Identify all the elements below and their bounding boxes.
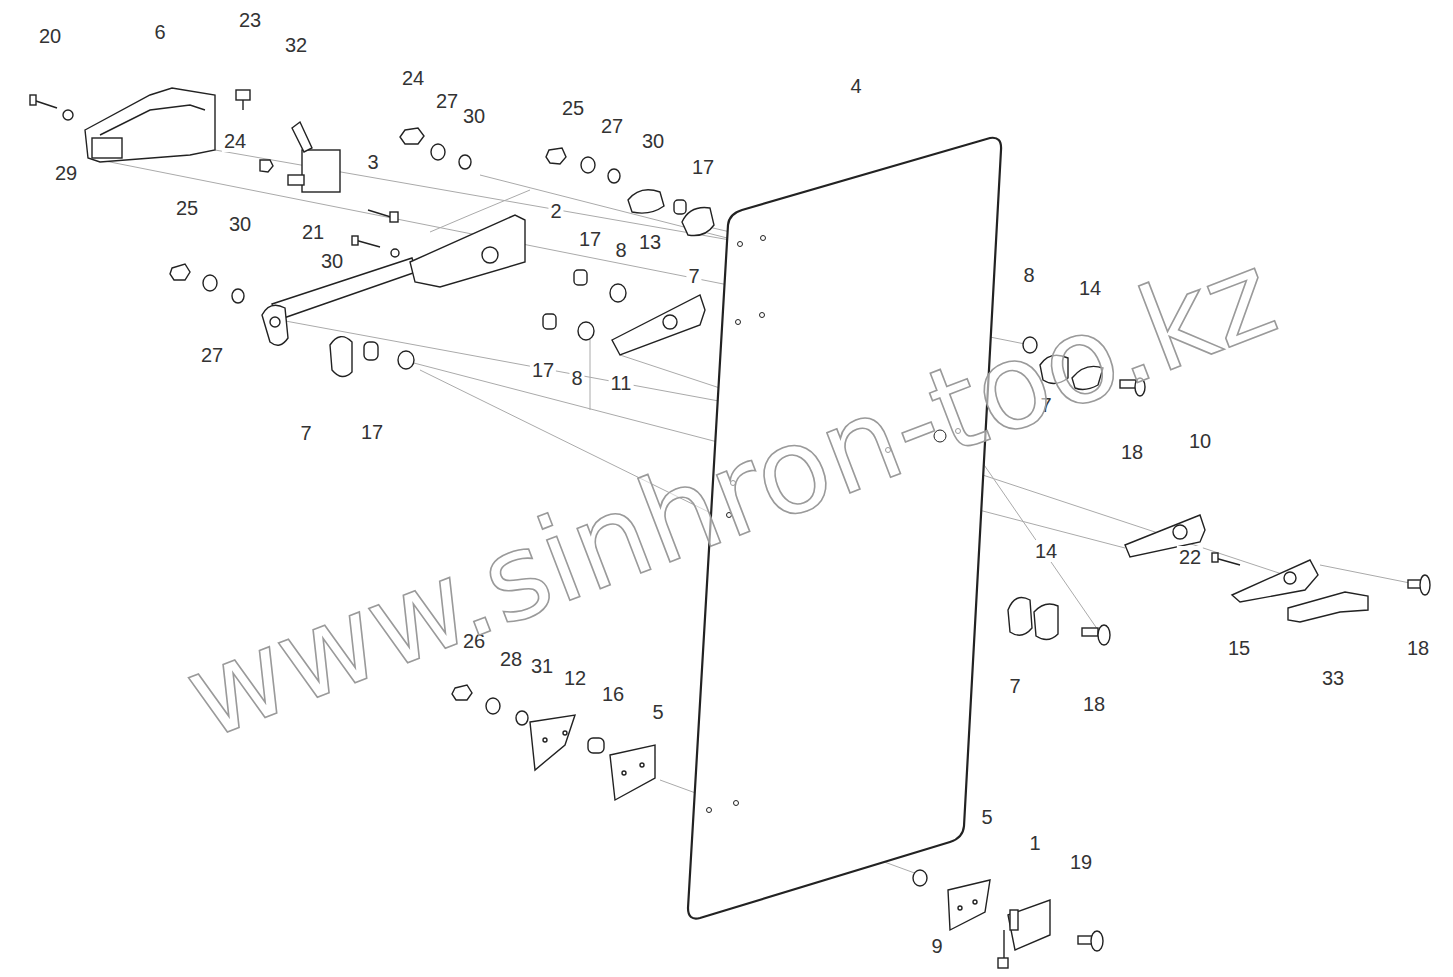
callout-number: 13 xyxy=(637,231,663,253)
callout-number: 29 xyxy=(53,162,79,184)
callout-number: 7 xyxy=(298,422,313,444)
callout-number: 18 xyxy=(1405,637,1431,659)
callout-number: 28 xyxy=(498,648,524,670)
callout-number: 33 xyxy=(1320,667,1346,689)
callout-number: 25 xyxy=(174,197,200,219)
callout-number: 2 xyxy=(548,200,563,222)
callout-number: 27 xyxy=(599,115,625,137)
callout-number: 18 xyxy=(1081,693,1107,715)
callout-number: 3 xyxy=(365,151,380,173)
callout-number: 19 xyxy=(1068,851,1094,873)
callout-number: 1 xyxy=(1027,832,1042,854)
callout-number: 9 xyxy=(929,935,944,957)
callout-number: 8 xyxy=(569,367,584,389)
callout-number: 16 xyxy=(600,683,626,705)
callout-number: 27 xyxy=(434,90,460,112)
callout-number: 17 xyxy=(359,421,385,443)
callout-number: 8 xyxy=(1021,264,1036,286)
callout-number: 23 xyxy=(237,9,263,31)
callout-number: 32 xyxy=(283,34,309,56)
callout-number: 21 xyxy=(300,221,326,243)
callout-number: 25 xyxy=(560,97,586,119)
callout-number: 17 xyxy=(577,228,603,250)
callout-number: 15 xyxy=(1226,637,1252,659)
callout-number: 27 xyxy=(199,344,225,366)
callout-number: 18 xyxy=(1119,441,1145,463)
callout-number: 6 xyxy=(152,21,167,43)
callout-number: 30 xyxy=(461,105,487,127)
callout-number: 10 xyxy=(1187,430,1213,452)
callout-number: 17 xyxy=(690,156,716,178)
callout-number: 30 xyxy=(640,130,666,152)
callout-number: 7 xyxy=(1007,675,1022,697)
callout-number: 7 xyxy=(686,265,701,287)
callout-number: 5 xyxy=(979,806,994,828)
callout-number: 20 xyxy=(37,25,63,47)
callout-number: 30 xyxy=(319,250,345,272)
callout-number: 24 xyxy=(222,130,248,152)
callout-number: 11 xyxy=(609,372,634,394)
callout-number: 22 xyxy=(1177,546,1203,568)
callout-number: 14 xyxy=(1033,540,1059,562)
callout-number: 17 xyxy=(530,359,556,381)
callout-number: 12 xyxy=(562,667,588,689)
callout-number: 4 xyxy=(848,75,863,97)
callout-number: 5 xyxy=(650,701,665,723)
callout-number: 8 xyxy=(613,239,628,261)
callout-number: 30 xyxy=(227,213,253,235)
callout-number: 24 xyxy=(400,67,426,89)
callout-number: 31 xyxy=(529,655,555,677)
